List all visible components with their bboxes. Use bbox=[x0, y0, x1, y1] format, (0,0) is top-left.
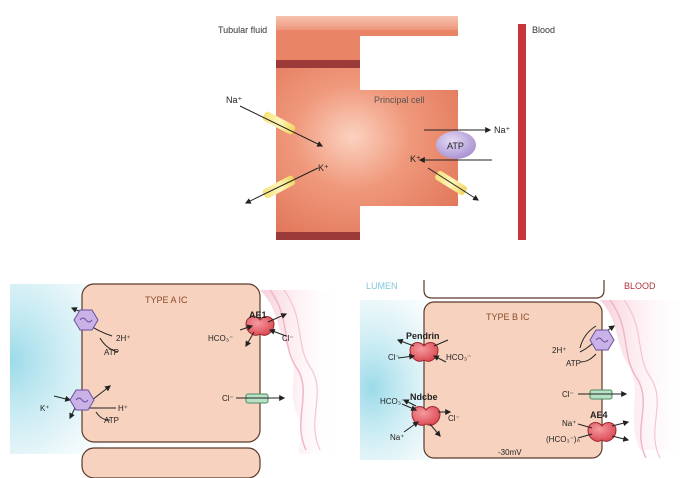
type-a-atp-label: ATP bbox=[104, 348, 119, 357]
type-a-2h-label: 2H⁺ bbox=[116, 334, 130, 343]
ae4-hco3-label: (HCO₃⁻)ₙ bbox=[546, 435, 580, 444]
type-a-hk-atp-label: ATP bbox=[104, 416, 119, 425]
k-in-label: K⁺ bbox=[410, 154, 421, 164]
tight-junction-top bbox=[276, 60, 360, 68]
blood-label: Blood bbox=[532, 25, 555, 35]
ndcbe-exchanger: Ndcbe HCO₃⁻ Cl⁻ Na⁺ bbox=[380, 392, 460, 442]
blood-wave-b2 bbox=[623, 299, 661, 459]
ae4-na-label: Na⁺ bbox=[562, 419, 576, 428]
apical-k-channel: K⁺ bbox=[244, 163, 329, 204]
ae1-label: AE1 bbox=[249, 310, 267, 320]
type-b-title: TYPE B IC bbox=[486, 312, 530, 322]
voltage-label: -30mV bbox=[498, 448, 522, 457]
type-a-cl-channel: Cl⁻ bbox=[222, 393, 286, 404]
ae1-cl-label: Cl⁻ bbox=[282, 334, 294, 343]
ndcbe-na-label: Na⁺ bbox=[390, 433, 404, 442]
principal-cell-body bbox=[276, 68, 458, 232]
principal-cell-panel: Tubular fluid Blood Principal cell Na⁺ K… bbox=[218, 16, 555, 240]
pendrin-icon bbox=[409, 342, 439, 362]
blood-b-label: BLOOD bbox=[624, 281, 656, 291]
pendrin-cl-label: Cl⁻ bbox=[388, 353, 400, 362]
type-a-k-label: K⁺ bbox=[40, 404, 50, 413]
blood-wave-b1 bbox=[609, 299, 647, 459]
lumen-label: LUMEN bbox=[366, 281, 398, 291]
type-b-atp-label: ATP bbox=[566, 359, 581, 368]
principal-cell-label: Principal cell bbox=[374, 95, 425, 105]
type-a-cell-body bbox=[81, 283, 261, 443]
na-in-label: Na⁺ bbox=[226, 95, 243, 105]
blood-glow-b bbox=[600, 300, 690, 450]
atp-pump-icon bbox=[436, 131, 476, 159]
ndcbe-cl-label: Cl⁻ bbox=[448, 414, 460, 423]
type-a-cl-label: Cl⁻ bbox=[222, 394, 234, 403]
blood-wave-a2 bbox=[283, 289, 321, 451]
tubular-fluid-label: Tubular fluid bbox=[218, 25, 267, 35]
type-a-ic-panel: TYPE A IC 2H⁺ ATP K⁺ H⁺ ATP bbox=[10, 283, 340, 478]
type-b-2h-label: 2H⁺ bbox=[552, 346, 566, 355]
apical-na-channel: Na⁺ bbox=[226, 95, 324, 147]
type-a-h-label: H⁺ bbox=[118, 404, 128, 413]
type-a-neighbor-cell bbox=[81, 447, 261, 478]
blood-glow-a bbox=[260, 290, 340, 454]
type-b-ic-panel: LUMEN BLOOD TYPE B IC Pendrin Cl⁻ HCO₃⁻ … bbox=[360, 280, 690, 460]
ae1-exchanger: AE1 HCO₃⁻ Cl⁻ bbox=[208, 310, 294, 348]
type-b-h-atpase: 2H⁺ ATP bbox=[552, 325, 615, 368]
ae1-hco3-label: HCO₃⁻ bbox=[208, 334, 233, 343]
type-a-h-atpase: 2H⁺ ATP bbox=[70, 307, 130, 357]
type-a-title: TYPE A IC bbox=[145, 295, 188, 305]
neighbor-cell-top bbox=[276, 30, 458, 60]
type-b-cell-body bbox=[423, 301, 603, 459]
na-out-label: Na⁺ bbox=[494, 125, 511, 135]
ndcbe-icon bbox=[411, 406, 441, 426]
ae4-icon bbox=[587, 422, 617, 442]
type-a-hk-atpase: K⁺ H⁺ ATP bbox=[40, 385, 128, 425]
k-out-label: K⁺ bbox=[318, 163, 329, 173]
type-b-cl-label: Cl⁻ bbox=[562, 390, 574, 399]
blood-vessel-bar bbox=[518, 24, 526, 240]
ae4-exchanger: AE4 Na⁺ (HCO₃⁻)ₙ bbox=[546, 410, 630, 444]
ae1-icon bbox=[245, 316, 275, 336]
pendrin-exchanger: Pendrin Cl⁻ HCO₃⁻ bbox=[388, 331, 471, 363]
tight-junction-bottom bbox=[276, 232, 360, 240]
na-k-atpase: ATP Na⁺ K⁺ bbox=[410, 125, 511, 164]
basolateral-k-channel bbox=[427, 167, 480, 201]
pendrin-hco3-label: HCO₃⁻ bbox=[446, 353, 471, 362]
type-b-neighbor-cell bbox=[423, 280, 605, 299]
atp-label: ATP bbox=[447, 141, 464, 151]
ndcbe-hco3-label: HCO₃⁻ bbox=[380, 397, 405, 406]
type-b-cl-channel: Cl⁻ bbox=[562, 389, 628, 400]
ndcbe-label: Ndcbe bbox=[410, 392, 438, 402]
pendrin-label: Pendrin bbox=[406, 331, 440, 341]
ae4-label: AE4 bbox=[590, 410, 608, 420]
